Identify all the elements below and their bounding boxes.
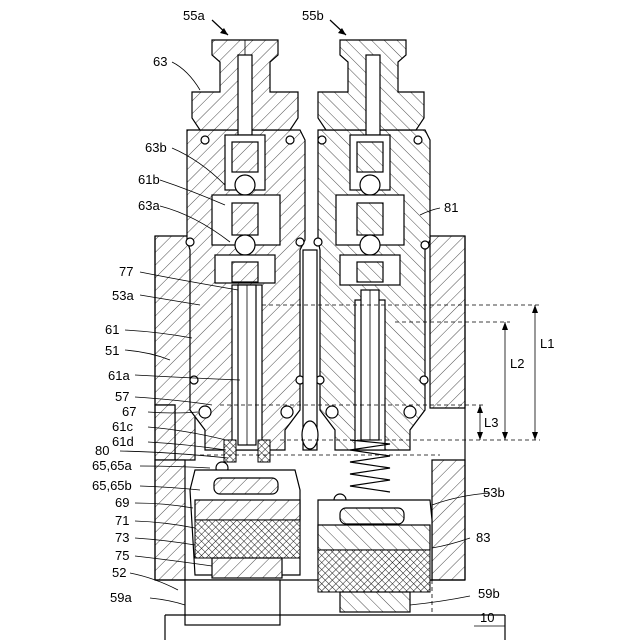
fitting-63-right <box>318 40 424 135</box>
separator-81 <box>302 250 318 450</box>
dimension-L3: L3 <box>484 415 498 430</box>
label-53a: 53a <box>112 288 134 303</box>
label-77: 77 <box>119 264 133 279</box>
label-59b: 59b <box>478 586 500 601</box>
fitting-63-left <box>192 40 298 135</box>
label-69: 69 <box>115 495 129 510</box>
label-73: 73 <box>115 530 129 545</box>
dimension-L2: L2 <box>510 356 524 371</box>
label-65-65a: 65,65a <box>92 458 133 473</box>
label-63a: 63a <box>138 198 160 213</box>
label-61d: 61d <box>112 434 134 449</box>
lower-assembly-left <box>185 470 300 625</box>
label-61: 61 <box>105 322 119 337</box>
label-75: 75 <box>115 548 129 563</box>
label-61b: 61b <box>138 172 160 187</box>
dimension-L1: L1 <box>540 336 554 351</box>
label-80: 80 <box>95 443 109 458</box>
label-65-65b: 65,65b <box>92 478 132 493</box>
label-52: 52 <box>112 565 126 580</box>
label-51: 51 <box>105 343 119 358</box>
label-61c: 61c <box>112 419 133 434</box>
label-83: 83 <box>476 530 490 545</box>
flow-arrows <box>212 20 346 35</box>
label-53b: 53b <box>483 485 505 500</box>
label-59a: 59a <box>110 590 132 605</box>
lower-assembly-right <box>318 500 432 612</box>
label-71: 71 <box>115 513 129 528</box>
label-63b: 63b <box>145 140 167 155</box>
label-61a: 61a <box>108 368 130 383</box>
label-67: 67 <box>122 404 136 419</box>
label-55a: 55a <box>183 8 205 23</box>
label-57: 57 <box>115 389 129 404</box>
label-10: 10 <box>480 610 494 625</box>
plunger-left <box>238 285 256 445</box>
label-63: 63 <box>153 54 167 69</box>
label-81: 81 <box>444 200 458 215</box>
label-55b: 55b <box>302 8 324 23</box>
